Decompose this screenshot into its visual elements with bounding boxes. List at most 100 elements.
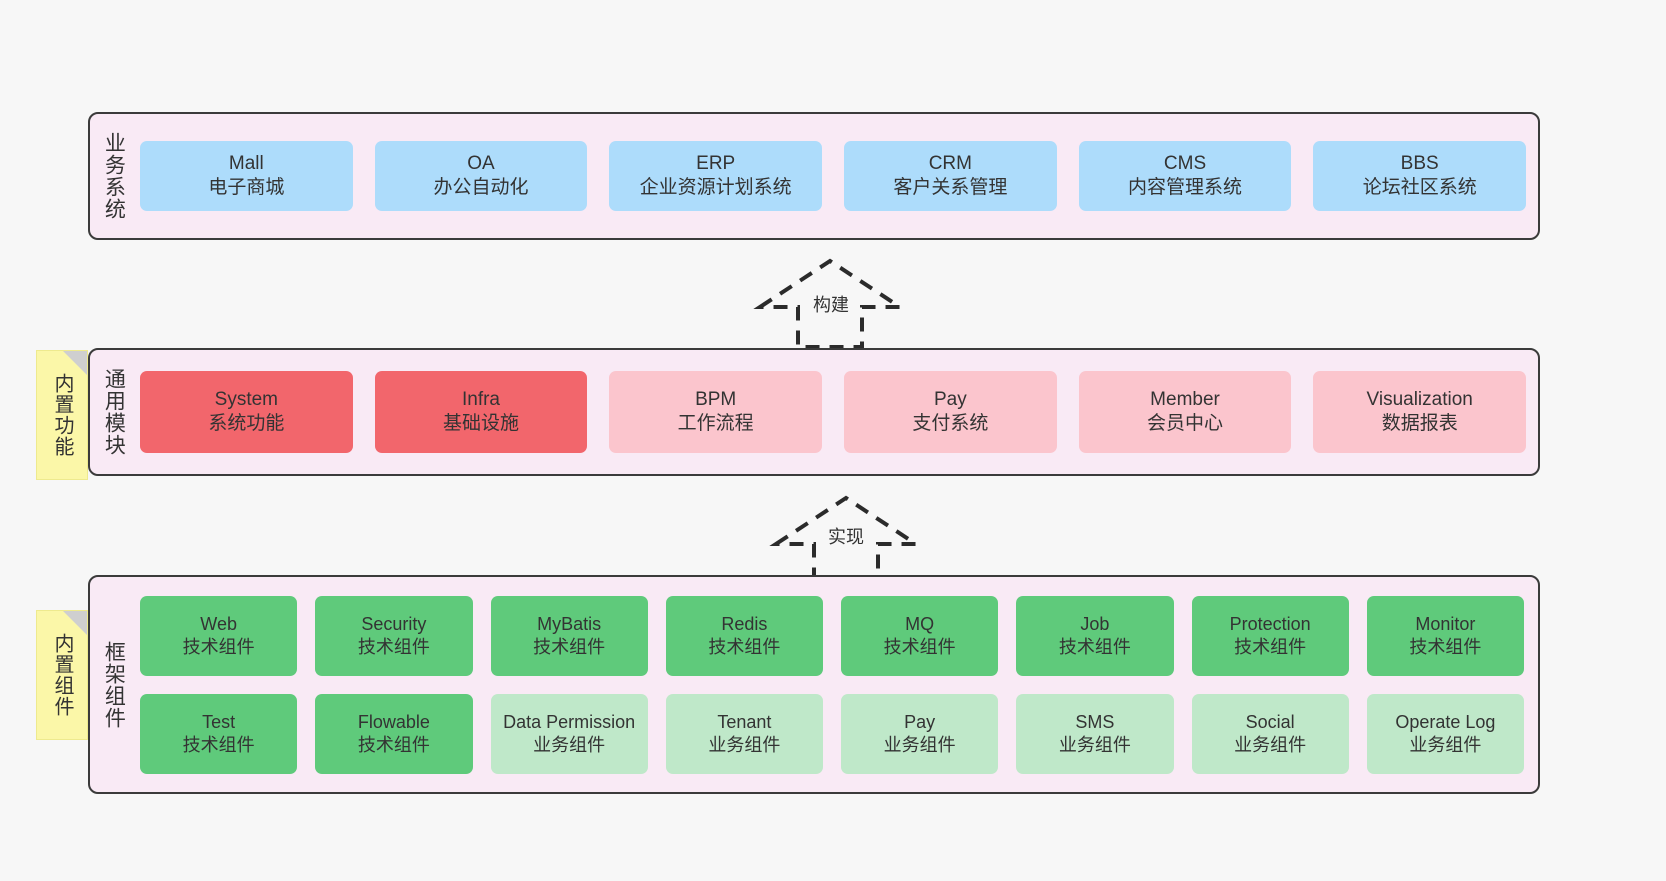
layer-body-common-modules: System 系统功能 Infra 基础设施 BPM 工作流程 Pay 支付系统…	[136, 350, 1538, 474]
layer-common-modules: 通用模块 System 系统功能 Infra 基础设施 BPM 工作流程 Pay…	[88, 348, 1540, 476]
card-member[interactable]: Member 会员中心	[1078, 371, 1292, 453]
card-title: Redis	[721, 613, 768, 634]
card-job[interactable]: Job 技术组件	[1016, 595, 1174, 676]
card-subtitle: 技术组件	[357, 734, 430, 755]
card-title: ERP	[696, 152, 736, 174]
card-subtitle: 技术组件	[182, 636, 255, 657]
card-test[interactable]: Test 技术组件	[140, 693, 298, 774]
card-title: Data Permission	[503, 711, 636, 732]
arrow-build-icon	[753, 258, 907, 349]
card-pay-module[interactable]: Pay 支付系统	[844, 371, 1057, 453]
card-subtitle: 技术组件	[182, 734, 255, 755]
card-subtitle: 基础设施	[443, 413, 520, 434]
card-cms[interactable]: CMS 内容管理系统	[1078, 141, 1292, 211]
card-subtitle: 业务组件	[533, 734, 606, 755]
card-subtitle: 技术组件	[1409, 636, 1482, 657]
layer-business-systems: 业务系统 Mall 电子商城 OA 办公自动化 ERP 企业资源计划系统 CRM…	[88, 112, 1540, 240]
arrow-implement-label: 实现	[828, 527, 864, 547]
card-social[interactable]: Social 业务组件	[1191, 693, 1349, 774]
card-title: Infra	[461, 388, 501, 410]
card-subtitle: 技术组件	[708, 636, 781, 657]
card-web[interactable]: Web 技术组件	[140, 595, 298, 676]
card-subtitle: 技术组件	[1058, 636, 1131, 657]
card-erp[interactable]: ERP 企业资源计划系统	[609, 141, 823, 211]
card-redis[interactable]: Redis 技术组件	[665, 595, 823, 676]
card-row-business: Test 技术组件 Flowable 技术组件 Data Permission …	[140, 693, 1524, 774]
folded-corner-icon	[63, 611, 87, 635]
card-title: BPM	[695, 388, 737, 410]
card-subtitle: 技术组件	[883, 636, 956, 657]
card-row: System 系统功能 Infra 基础设施 BPM 工作流程 Pay 支付系统…	[140, 371, 1527, 453]
card-subtitle: 业务组件	[1409, 734, 1482, 755]
sticky-note-label: 内置组件	[51, 633, 73, 717]
card-subtitle: 技术组件	[1234, 636, 1307, 657]
card-title: Test	[202, 711, 236, 732]
card-title: Tenant	[717, 711, 772, 732]
card-subtitle: 技术组件	[357, 636, 430, 657]
card-mybatis[interactable]: MyBatis 技术组件	[490, 595, 648, 676]
card-visualization[interactable]: Visualization 数据报表	[1313, 371, 1527, 453]
card-protection[interactable]: Protection 技术组件	[1191, 595, 1349, 676]
card-data-permission[interactable]: Data Permission 业务组件	[490, 693, 648, 774]
card-subtitle: 客户关系管理	[893, 177, 1008, 198]
card-sms[interactable]: SMS 业务组件	[1016, 693, 1174, 774]
card-subtitle: 企业资源计划系统	[639, 177, 792, 198]
card-subtitle: 数据报表	[1381, 413, 1458, 434]
card-subtitle: 论坛社区系统	[1362, 177, 1477, 198]
card-subtitle: 业务组件	[708, 734, 781, 755]
card-row: Mall 电子商城 OA 办公自动化 ERP 企业资源计划系统 CRM 客户关系…	[140, 141, 1527, 211]
layer-body-business-systems: Mall 电子商城 OA 办公自动化 ERP 企业资源计划系统 CRM 客户关系…	[136, 114, 1538, 238]
card-security[interactable]: Security 技术组件	[315, 595, 473, 676]
card-subtitle: 内容管理系统	[1128, 177, 1243, 198]
card-bpm[interactable]: BPM 工作流程	[609, 371, 823, 453]
card-title: MQ	[905, 613, 935, 634]
card-subtitle: 技术组件	[533, 636, 606, 657]
card-pay-component[interactable]: Pay 业务组件	[841, 693, 999, 774]
card-flowable[interactable]: Flowable 技术组件	[315, 693, 473, 774]
card-title: SMS	[1075, 711, 1115, 732]
card-mall[interactable]: Mall 电子商城	[140, 141, 353, 211]
card-subtitle: 系统功能	[208, 413, 285, 434]
card-subtitle: 业务组件	[1058, 734, 1131, 755]
card-title: Visualization	[1366, 388, 1473, 410]
layer-framework-components: 框架组件 Web 技术组件 Security 技术组件 MyBatis 技术组件…	[88, 575, 1540, 794]
layer-title-framework-components: 框架组件	[102, 640, 126, 729]
card-subtitle: 业务组件	[883, 734, 956, 755]
card-title: Web	[200, 613, 237, 634]
card-bbs[interactable]: BBS 论坛社区系统	[1313, 141, 1527, 211]
card-title: Protection	[1229, 613, 1311, 634]
card-subtitle: 办公自动化	[433, 177, 529, 198]
card-subtitle: 工作流程	[677, 413, 754, 434]
card-operate-log[interactable]: Operate Log 业务组件	[1366, 693, 1524, 774]
layer-title-common-modules: 通用模块	[102, 368, 126, 456]
sticky-note-builtin-functions: 内置功能	[36, 350, 88, 480]
card-title: Pay	[904, 711, 936, 732]
card-title: Pay	[933, 388, 967, 410]
card-title: Security	[361, 613, 427, 634]
card-row-technical: Web 技术组件 Security 技术组件 MyBatis 技术组件 Redi…	[140, 595, 1524, 676]
card-crm[interactable]: CRM 客户关系管理	[844, 141, 1057, 211]
card-title: Member	[1150, 388, 1220, 410]
card-title: Social	[1245, 711, 1295, 732]
card-monitor[interactable]: Monitor 技术组件	[1366, 595, 1524, 676]
card-system[interactable]: System 系统功能	[140, 371, 353, 453]
arrow-implement	[766, 492, 926, 592]
layer-title-business-systems: 业务系统	[102, 132, 126, 220]
card-title: MyBatis	[537, 613, 602, 634]
card-title: OA	[467, 152, 495, 174]
arrow-build	[750, 255, 910, 355]
card-title: CRM	[928, 152, 972, 174]
card-subtitle: 业务组件	[1234, 734, 1307, 755]
sticky-note-builtin-components: 内置组件	[36, 610, 88, 740]
card-mq[interactable]: MQ 技术组件	[841, 595, 999, 676]
card-title: System	[214, 388, 279, 410]
layer-body-framework-components: Web 技术组件 Security 技术组件 MyBatis 技术组件 Redi…	[136, 577, 1538, 792]
card-tenant[interactable]: Tenant 业务组件	[665, 693, 823, 774]
card-title: Mall	[228, 152, 264, 174]
card-title: BBS	[1400, 152, 1439, 174]
arrow-build-label: 构建	[813, 295, 849, 315]
card-infra[interactable]: Infra 基础设施	[374, 371, 588, 453]
card-title: Operate Log	[1395, 711, 1496, 732]
card-oa[interactable]: OA 办公自动化	[374, 141, 588, 211]
